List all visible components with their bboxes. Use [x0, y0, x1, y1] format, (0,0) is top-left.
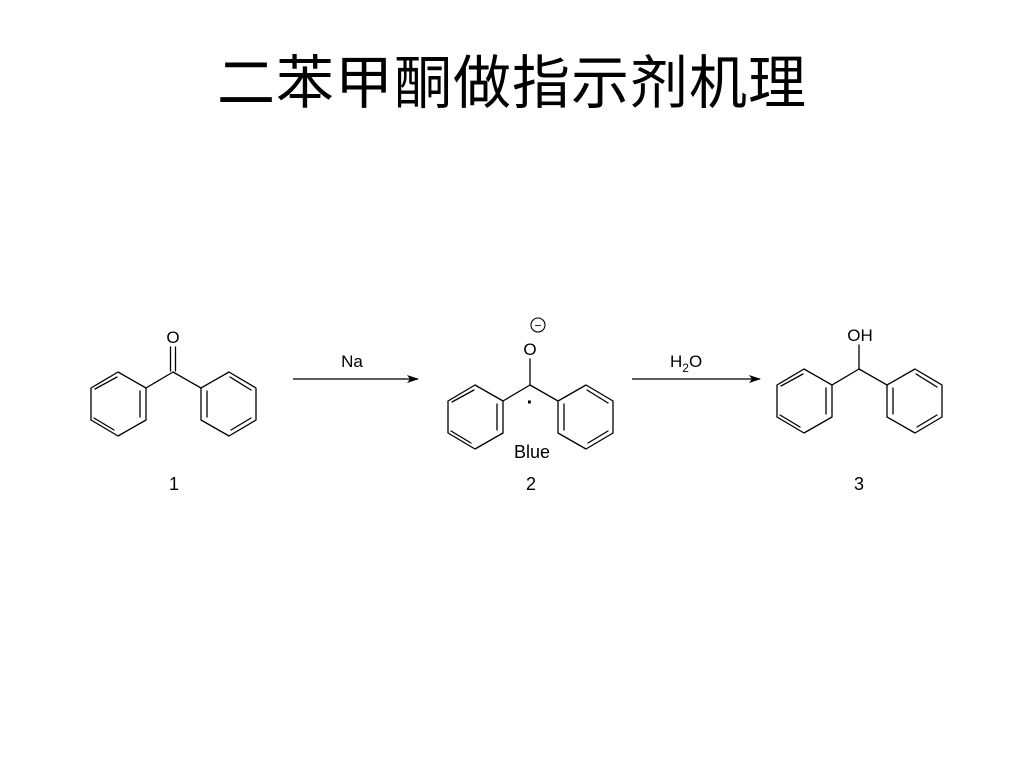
compound-2-charge-circle [530, 317, 546, 333]
compound-2-number: 2 [526, 474, 536, 494]
compound-2-right-phenyl-ring [557, 384, 614, 450]
compound-2-color-label: Blue [514, 442, 550, 462]
compound-2-bond-right [529, 384, 559, 402]
compound-1-left-phenyl-ring [90, 371, 147, 437]
arrow-1-reagent-label: Na [341, 352, 363, 371]
arrow-2-reagent-o: O [689, 352, 702, 371]
compound-2-bond-left [502, 384, 531, 402]
reaction-arrow-1: Na [293, 352, 419, 383]
reaction-arrow-2: H2O [632, 352, 761, 383]
compound-2-radical-dot: · [527, 392, 534, 414]
compound-3-right-phenyl-ring [886, 368, 943, 434]
compound-1-benzophenone: O 1 [90, 328, 257, 494]
compound-3-number: 3 [854, 474, 864, 494]
arrow-2-reagent-label: H2O [670, 352, 702, 375]
compound-2-ketyl-radical-anion: O − · Blue 2 [447, 317, 614, 494]
arrow-2-reagent-h: H [670, 352, 682, 371]
compound-3-hydroxyl-label: OH [847, 326, 873, 345]
compound-2-negative-charge: − [534, 319, 541, 333]
arrow-2-reagent-subscript: 2 [682, 361, 689, 375]
compound-1-oxygen-label: O [166, 328, 179, 347]
compound-3-bond-right [858, 368, 888, 386]
compound-1-bond-right [172, 371, 202, 389]
compound-2-left-phenyl-ring [447, 384, 504, 450]
compound-3-left-phenyl-ring [776, 368, 833, 434]
compound-1-number: 1 [169, 474, 179, 494]
slide-title: 二苯甲酮做指示剂机理 [216, 49, 807, 117]
compound-3-benzhydrol: OH 3 [776, 326, 943, 494]
compound-1-bond-left [145, 371, 174, 389]
compound-2-oxygen-label: O [523, 340, 536, 359]
compound-1-right-phenyl-ring [200, 371, 257, 437]
compound-3-bond-left [831, 368, 860, 386]
